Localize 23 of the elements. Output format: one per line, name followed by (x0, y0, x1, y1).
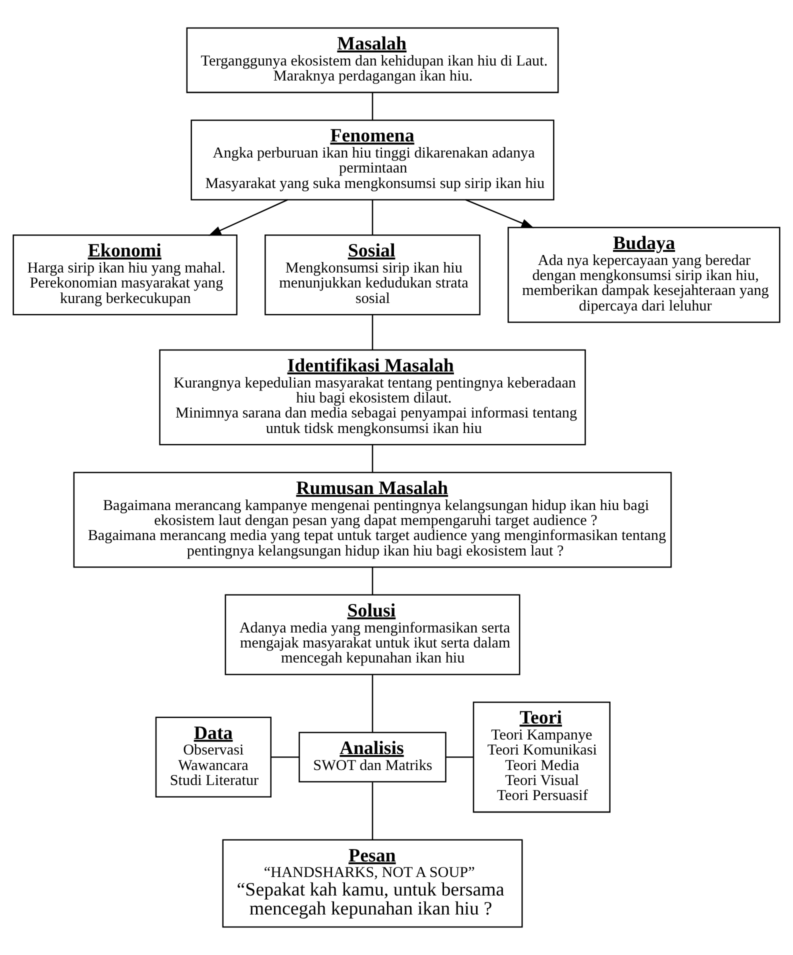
node-box: Rumusan Masalah Bagaimana merancang kampanye mengenai pentingnya kelangsungan hidup ikan hiu bagi ekosistem laut dengan pesan yang dapat mempengaruhi target audience ? Bagaimana merancang media yang tepat untuk target audience yang menginformasikan tentang pentingnya kelangsungan hidup ikan hiu bagi ekosistem laut ? (73, 472, 672, 568)
connector (372, 444, 374, 472)
arrow (465, 199, 534, 228)
connector (372, 314, 374, 350)
connector (270, 756, 300, 758)
node-box: Ekonomi Harga sirip ikan hiu yang mahal. Perekonomian masyarakat yang kurang berkecukupan (12, 234, 238, 316)
connector (372, 674, 374, 732)
node-box: Masalah Terganggunya ekosistem dan kehidupan ikan hiu di Laut. Maraknya perdagangan ikan hiu. (186, 27, 559, 94)
connector (372, 782, 374, 840)
node-box: Sosial Mengkonsumsi sirip ikan hiu menunjukkan kedudukan strata sosial (264, 234, 480, 316)
node-box: Data Observasi Wawancara Studi Literatur (155, 716, 272, 798)
node-box: Fenomena Angka perburuan ikan hiu tinggi dikarenakan adanya permintaan Masyarakat yang suka mengkonsumsi sup sirip ikan hiu (190, 120, 554, 200)
connector (372, 92, 374, 120)
arrow (208, 199, 288, 236)
node-box: Solusi Adanya media yang menginformasikan serta mengajak masyarakat untuk ikut serta dalam mencegah kepunahan ikan hiu (224, 594, 520, 676)
node-box: Analisis SWOT dan Matriks (298, 732, 446, 782)
connector (372, 567, 374, 595)
node-box: Pesan “HANDSHARKS, NOT A SOUP” “Sepakat kah kamu, untuk bersama mencegah kepunahan ikan hiu ? (222, 839, 523, 928)
connector (446, 756, 474, 758)
connector (372, 200, 374, 235)
node-box: Budaya Ada nya kepercayaan yang beredar dengan mengkonsumsi sirip ikan hiu, memberikan dampak kesejahteraan yang dipercaya dari leluhur (508, 226, 780, 323)
node-box: Teori Teori Kampanye Teori Komunikasi Teori Media Teori Visual Teori Persuasif (472, 702, 610, 813)
node-box: Identifikasi Masalah Kurangnya kepedulian masyarakat tentang pentingnya keberadaan hiu bagi ekosistem dilaut. Minimnya sarana dan media sebagai penyampai informasi tentang untuk tidsk mengkonsumsi ikan hiu (159, 349, 586, 446)
